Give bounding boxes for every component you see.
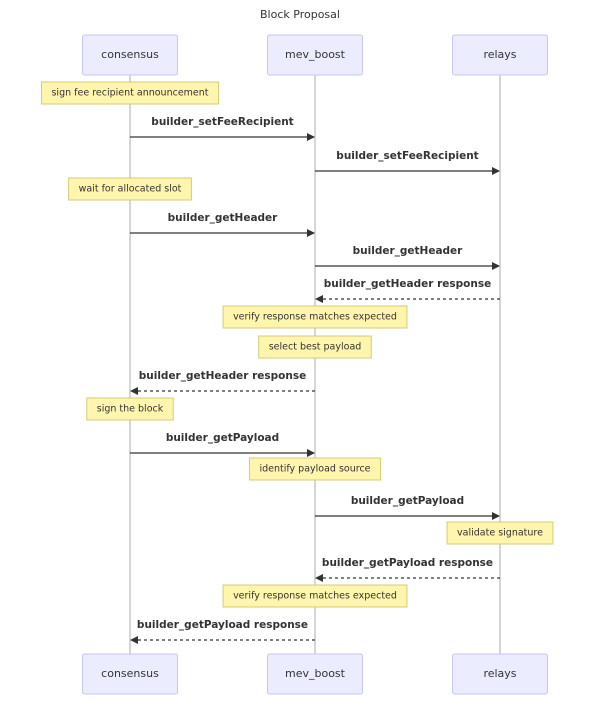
message-label: builder_setFeeRecipient <box>336 150 478 162</box>
message-arrow: builder_getPayload response <box>315 557 500 582</box>
participant-mev_boost-bottom: mev_boost <box>267 653 363 695</box>
message-label: builder_getPayload response <box>137 619 308 631</box>
participant-box <box>82 653 178 695</box>
note-box <box>40 81 220 105</box>
participant-consensus-top: consensus <box>82 34 178 76</box>
participant-box <box>267 653 363 695</box>
note-box <box>258 335 372 359</box>
note-box <box>222 584 408 608</box>
participant-box <box>452 34 548 76</box>
message-label: builder_getHeader <box>353 245 464 257</box>
participant-label: consensus <box>101 48 159 61</box>
participant-consensus-bottom: consensus <box>82 653 178 695</box>
participant-label: relays <box>483 667 516 680</box>
note: sign the block <box>86 397 174 421</box>
message-label: builder_getPayload <box>166 432 279 444</box>
message-arrow: builder_setFeeRecipient <box>315 150 500 175</box>
participant-relays-bottom: relays <box>452 653 548 695</box>
participant-label: mev_boost <box>285 48 346 61</box>
note: sign fee recipient announcement <box>40 81 220 105</box>
note-text: sign fee recipient announcement <box>51 88 208 99</box>
diagram-title: Block Proposal <box>260 8 340 21</box>
message-arrow: builder_getHeader <box>130 212 315 237</box>
message-label: builder_getPayload response <box>322 557 493 569</box>
note-text: wait for allocated slot <box>79 184 182 195</box>
message-label: builder_setFeeRecipient <box>151 116 293 128</box>
note-text: verify response matches expected <box>233 312 397 323</box>
participant-box <box>452 653 548 695</box>
note-box <box>248 457 382 481</box>
participants-bottom: consensus mev_boost relays <box>82 653 548 695</box>
note: verify response matches expected <box>222 305 408 329</box>
participant-label: relays <box>483 48 516 61</box>
note-box <box>222 305 408 329</box>
participant-box <box>82 34 178 76</box>
note-text: select best payload <box>269 342 362 353</box>
participants-top: consensus mev_boost relays <box>82 34 548 76</box>
participant-label: mev_boost <box>285 667 346 680</box>
note-text: validate signature <box>457 528 543 539</box>
participant-label: consensus <box>101 667 159 680</box>
interaction-steps: sign fee recipient announcement builder_s… <box>40 81 554 644</box>
message-label: builder_getHeader <box>168 212 279 224</box>
participant-relays-top: relays <box>452 34 548 76</box>
message-arrow: builder_getHeader response <box>315 278 500 303</box>
note: wait for allocated slot <box>68 177 192 201</box>
message-arrow: builder_getPayload <box>130 432 315 457</box>
note: validate signature <box>446 521 554 545</box>
note: verify response matches expected <box>222 584 408 608</box>
message-arrow: builder_getPayload <box>315 495 500 520</box>
note-box <box>86 397 174 421</box>
message-label: builder_getPayload <box>351 495 464 507</box>
participant-mev_boost-top: mev_boost <box>267 34 363 76</box>
note-text: verify response matches expected <box>233 591 397 602</box>
note-text: identify payload source <box>259 464 370 475</box>
note: select best payload <box>258 335 372 359</box>
message-arrow: builder_getHeader response <box>130 370 315 395</box>
message-arrow: builder_getHeader <box>315 245 500 270</box>
message-label: builder_getHeader response <box>139 370 307 382</box>
note: identify payload source <box>248 457 382 481</box>
message-arrow: builder_getPayload response <box>130 619 315 644</box>
participant-box <box>267 34 363 76</box>
message-arrow: builder_setFeeRecipient <box>130 116 315 141</box>
note-box <box>68 177 192 201</box>
note-text: sign the block <box>97 404 164 415</box>
note-box <box>446 521 554 545</box>
message-label: builder_getHeader response <box>324 278 492 290</box>
